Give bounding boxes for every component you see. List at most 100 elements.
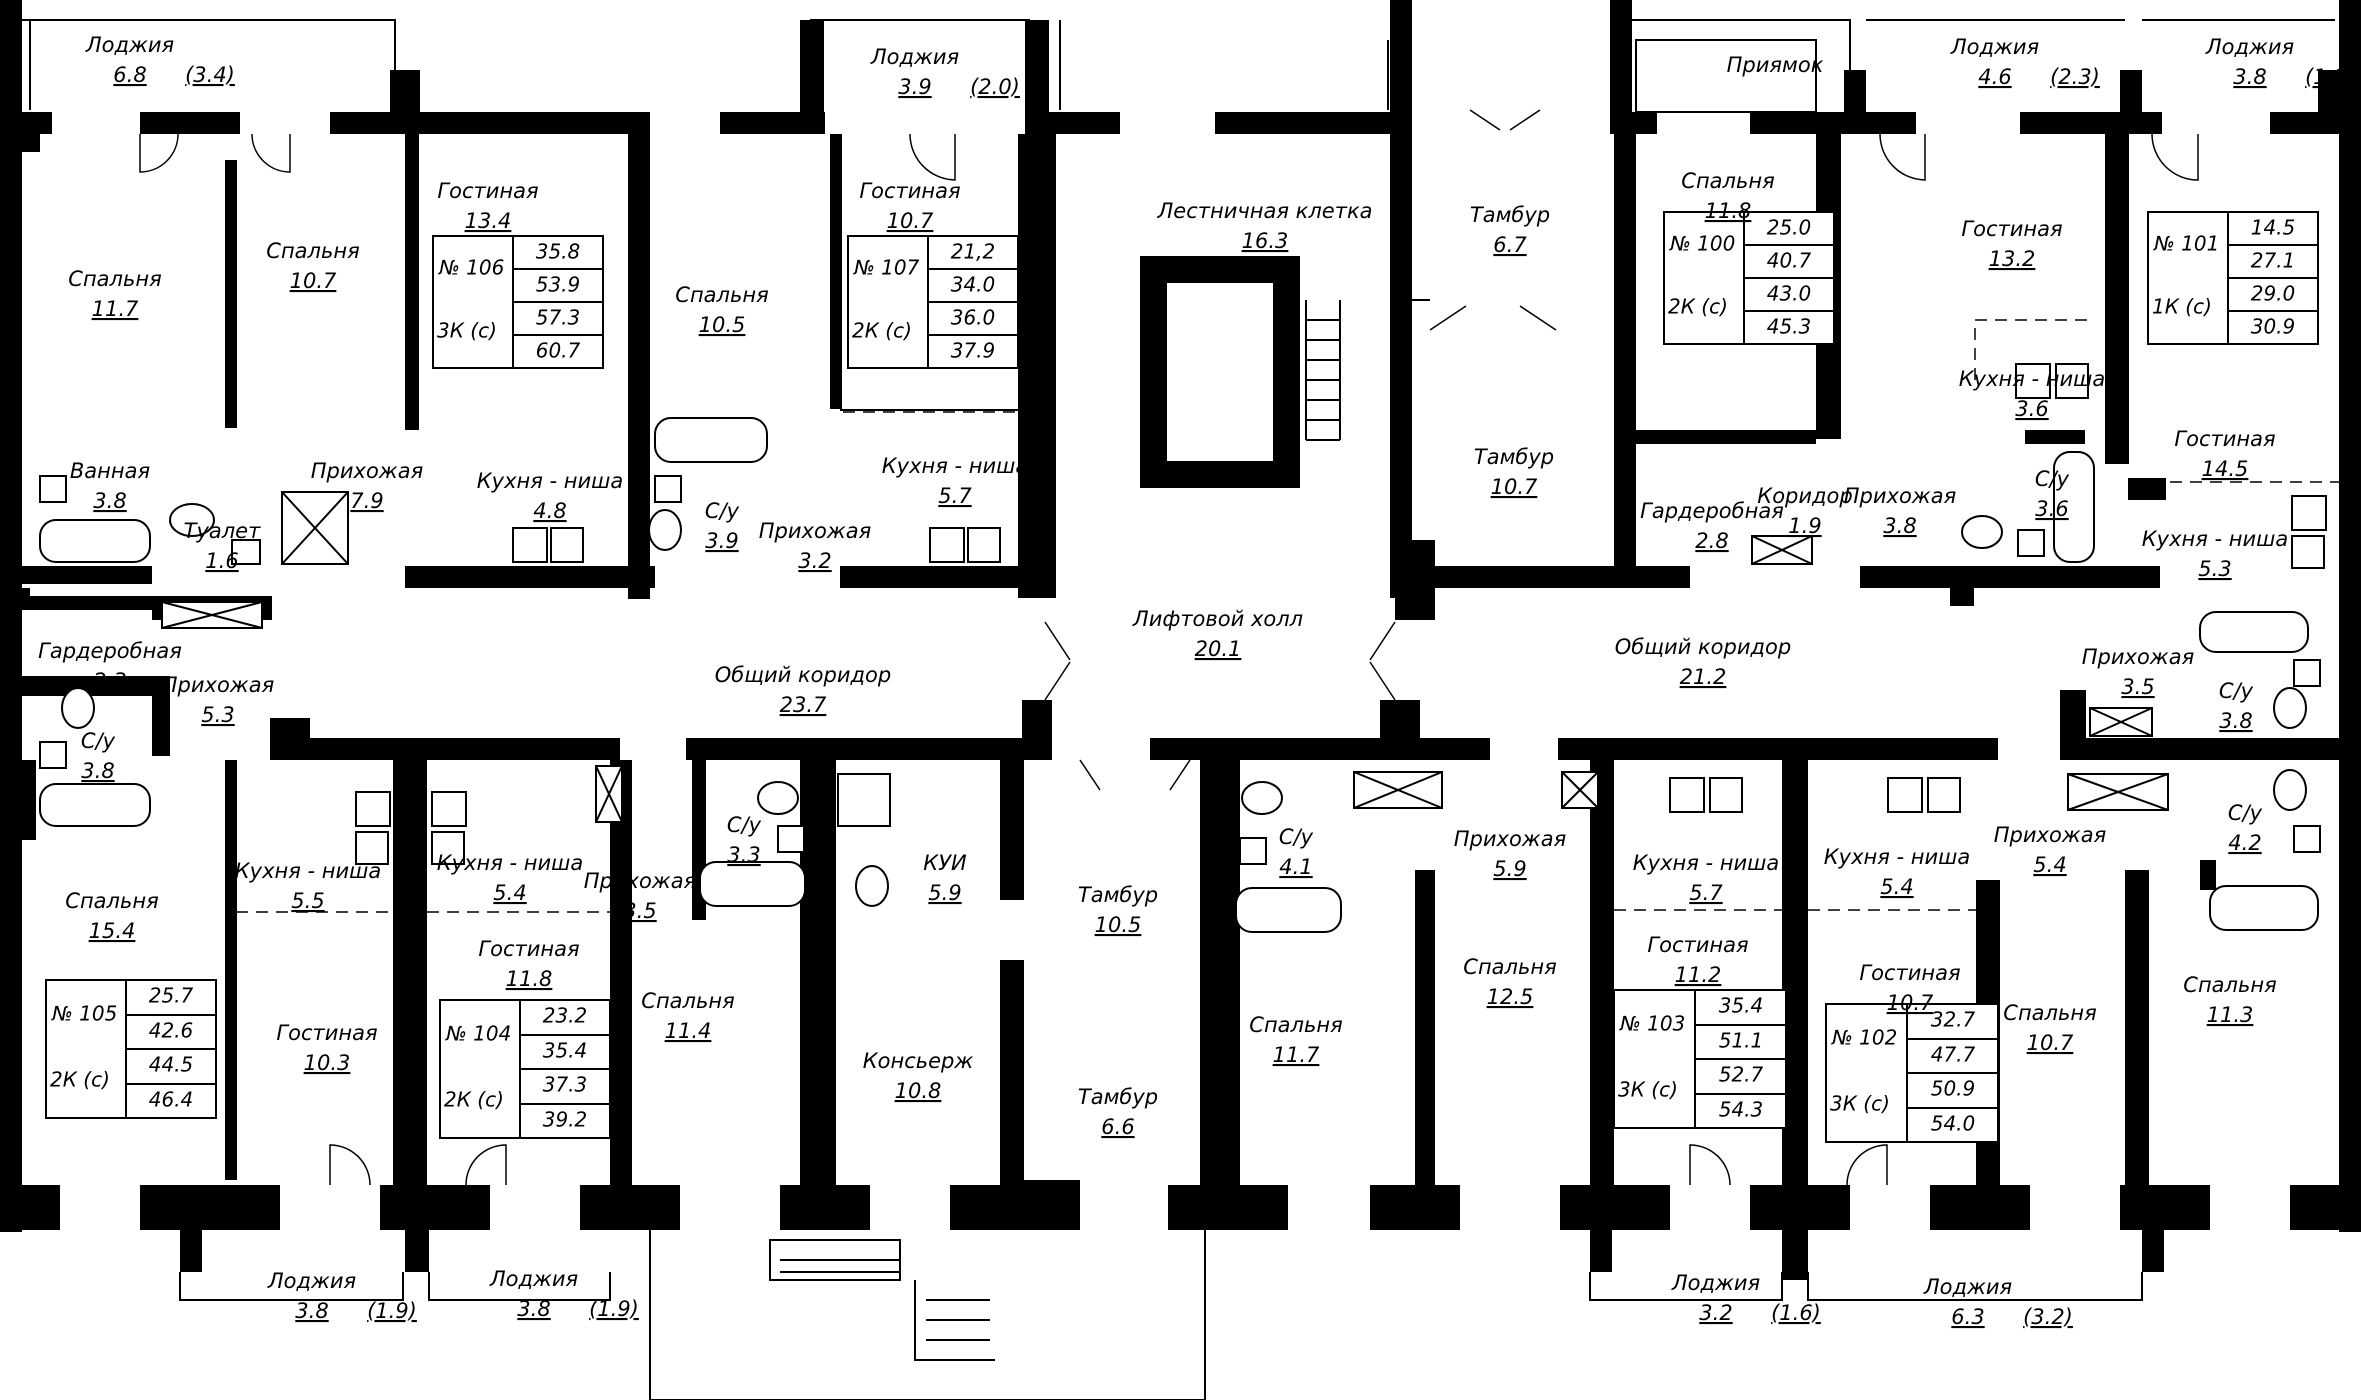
room-area: 23.7 [780,693,827,717]
room-area: 3.9 [705,529,738,553]
room-area: 10.7 [290,269,337,293]
room-area: 11.2 [1675,963,1722,987]
room-area-summer: (3.2) [2023,1305,2073,1329]
room-name: Гостиная [478,937,579,961]
room-name: Тамбур [1474,445,1554,469]
room-area: 10.5 [699,313,746,337]
room-area: 2.3 [93,669,126,693]
room-area-summer: (2.0) [970,75,1020,99]
room-area: 5.9 [928,881,961,905]
apartment-area-value: 25.0 [1767,216,1812,240]
room-area: 4.2 [2228,831,2261,855]
room-area: 1.6 [205,549,238,573]
room-area-summer: (2.3) [2050,65,2100,89]
room-toilet-1: Туалет 1.6 [184,519,261,573]
room-name: Спальня [1249,1013,1342,1037]
room-wc-1: С/у3.9 [705,499,740,553]
room-name: Спальня [2003,1001,2096,1025]
apartment-area-value: 54.3 [1719,1098,1764,1122]
room-area: 10.7 [887,209,934,233]
room-area: 6.3 [1951,1305,1984,1329]
room-wc-104: С/у3.3 [727,813,762,867]
room-area: 5.4 [493,881,526,905]
room-name: Лоджия [85,33,174,57]
room-name: Прихожая [311,459,423,483]
room-name: С/у [2035,467,2070,491]
room-name: Коридор [1757,484,1852,508]
room-area: 5.4 [1880,875,1913,899]
room-area: 5.3 [201,703,234,727]
apartment-area-value: 51.1 [1719,1029,1764,1053]
room-name: Прихожая [584,869,696,893]
room-name: Лоджия [1671,1271,1760,1295]
apartment-type: 3К (с) [437,319,497,343]
apartment-type: 2К (с) [1668,295,1728,319]
room-area: 3.6 [2035,497,2068,521]
apartment-area-value: 34.0 [951,273,996,297]
apartment-area-value: 29.0 [2251,282,2296,306]
room-name: Тамбур [1470,203,1550,227]
apartment-number: № 102 [1831,1026,1897,1050]
room-name: Спальня [675,283,768,307]
room-name: Спальня [641,989,734,1013]
apartment-number: № 100 [1669,232,1735,256]
apartment-area-value: 35.4 [543,1039,588,1063]
room-area: 11.3 [2207,1003,2254,1027]
apartment-type: 2К (с) [444,1088,504,1112]
apartment-area-value: 25.7 [149,984,194,1008]
room-name: Гостиная [437,179,538,203]
room-name: Туалет [184,519,261,543]
room-area: 5.4 [2033,853,2066,877]
room-name: Прихожая [1454,827,1566,851]
room-name: Гардеробная [1640,499,1784,523]
room-area: 3.5 [623,899,656,923]
room-name: Лоджия [1950,35,2039,59]
room-name: Приямок [1727,53,1824,77]
apartment-area-value: 53.9 [536,273,581,297]
room-name: Кухня - ниша [235,859,382,883]
apartment-area-value: 40.7 [1767,249,1812,273]
apartment-area-value: 57.3 [536,306,581,330]
apartment-area-value: 50.9 [1931,1077,1976,1101]
apartment-area-value: 35.8 [536,240,581,264]
room-area: 3.8 [93,489,126,513]
room-name: Кухня - ниша [882,454,1029,478]
room-wc-103: С/у4.1 [1279,825,1314,879]
room-area-summer: (1.9) [367,1299,417,1323]
room-name: Лифтовой холл [1132,607,1303,631]
room-name: Тамбур [1078,1085,1158,1109]
room-area: 10.3 [304,1051,351,1075]
room-area: 5.7 [1689,881,1723,905]
room-area: 3.8 [517,1297,550,1321]
room-area: 11.7 [1273,1043,1320,1067]
apartment-area-value: 42.6 [149,1019,194,1043]
room-area: 3.8 [295,1299,328,1323]
room-name: Лоджия [489,1267,578,1291]
room-area: 10.7 [1887,991,1934,1015]
apartment-area-value: 35.4 [1719,994,1764,1018]
